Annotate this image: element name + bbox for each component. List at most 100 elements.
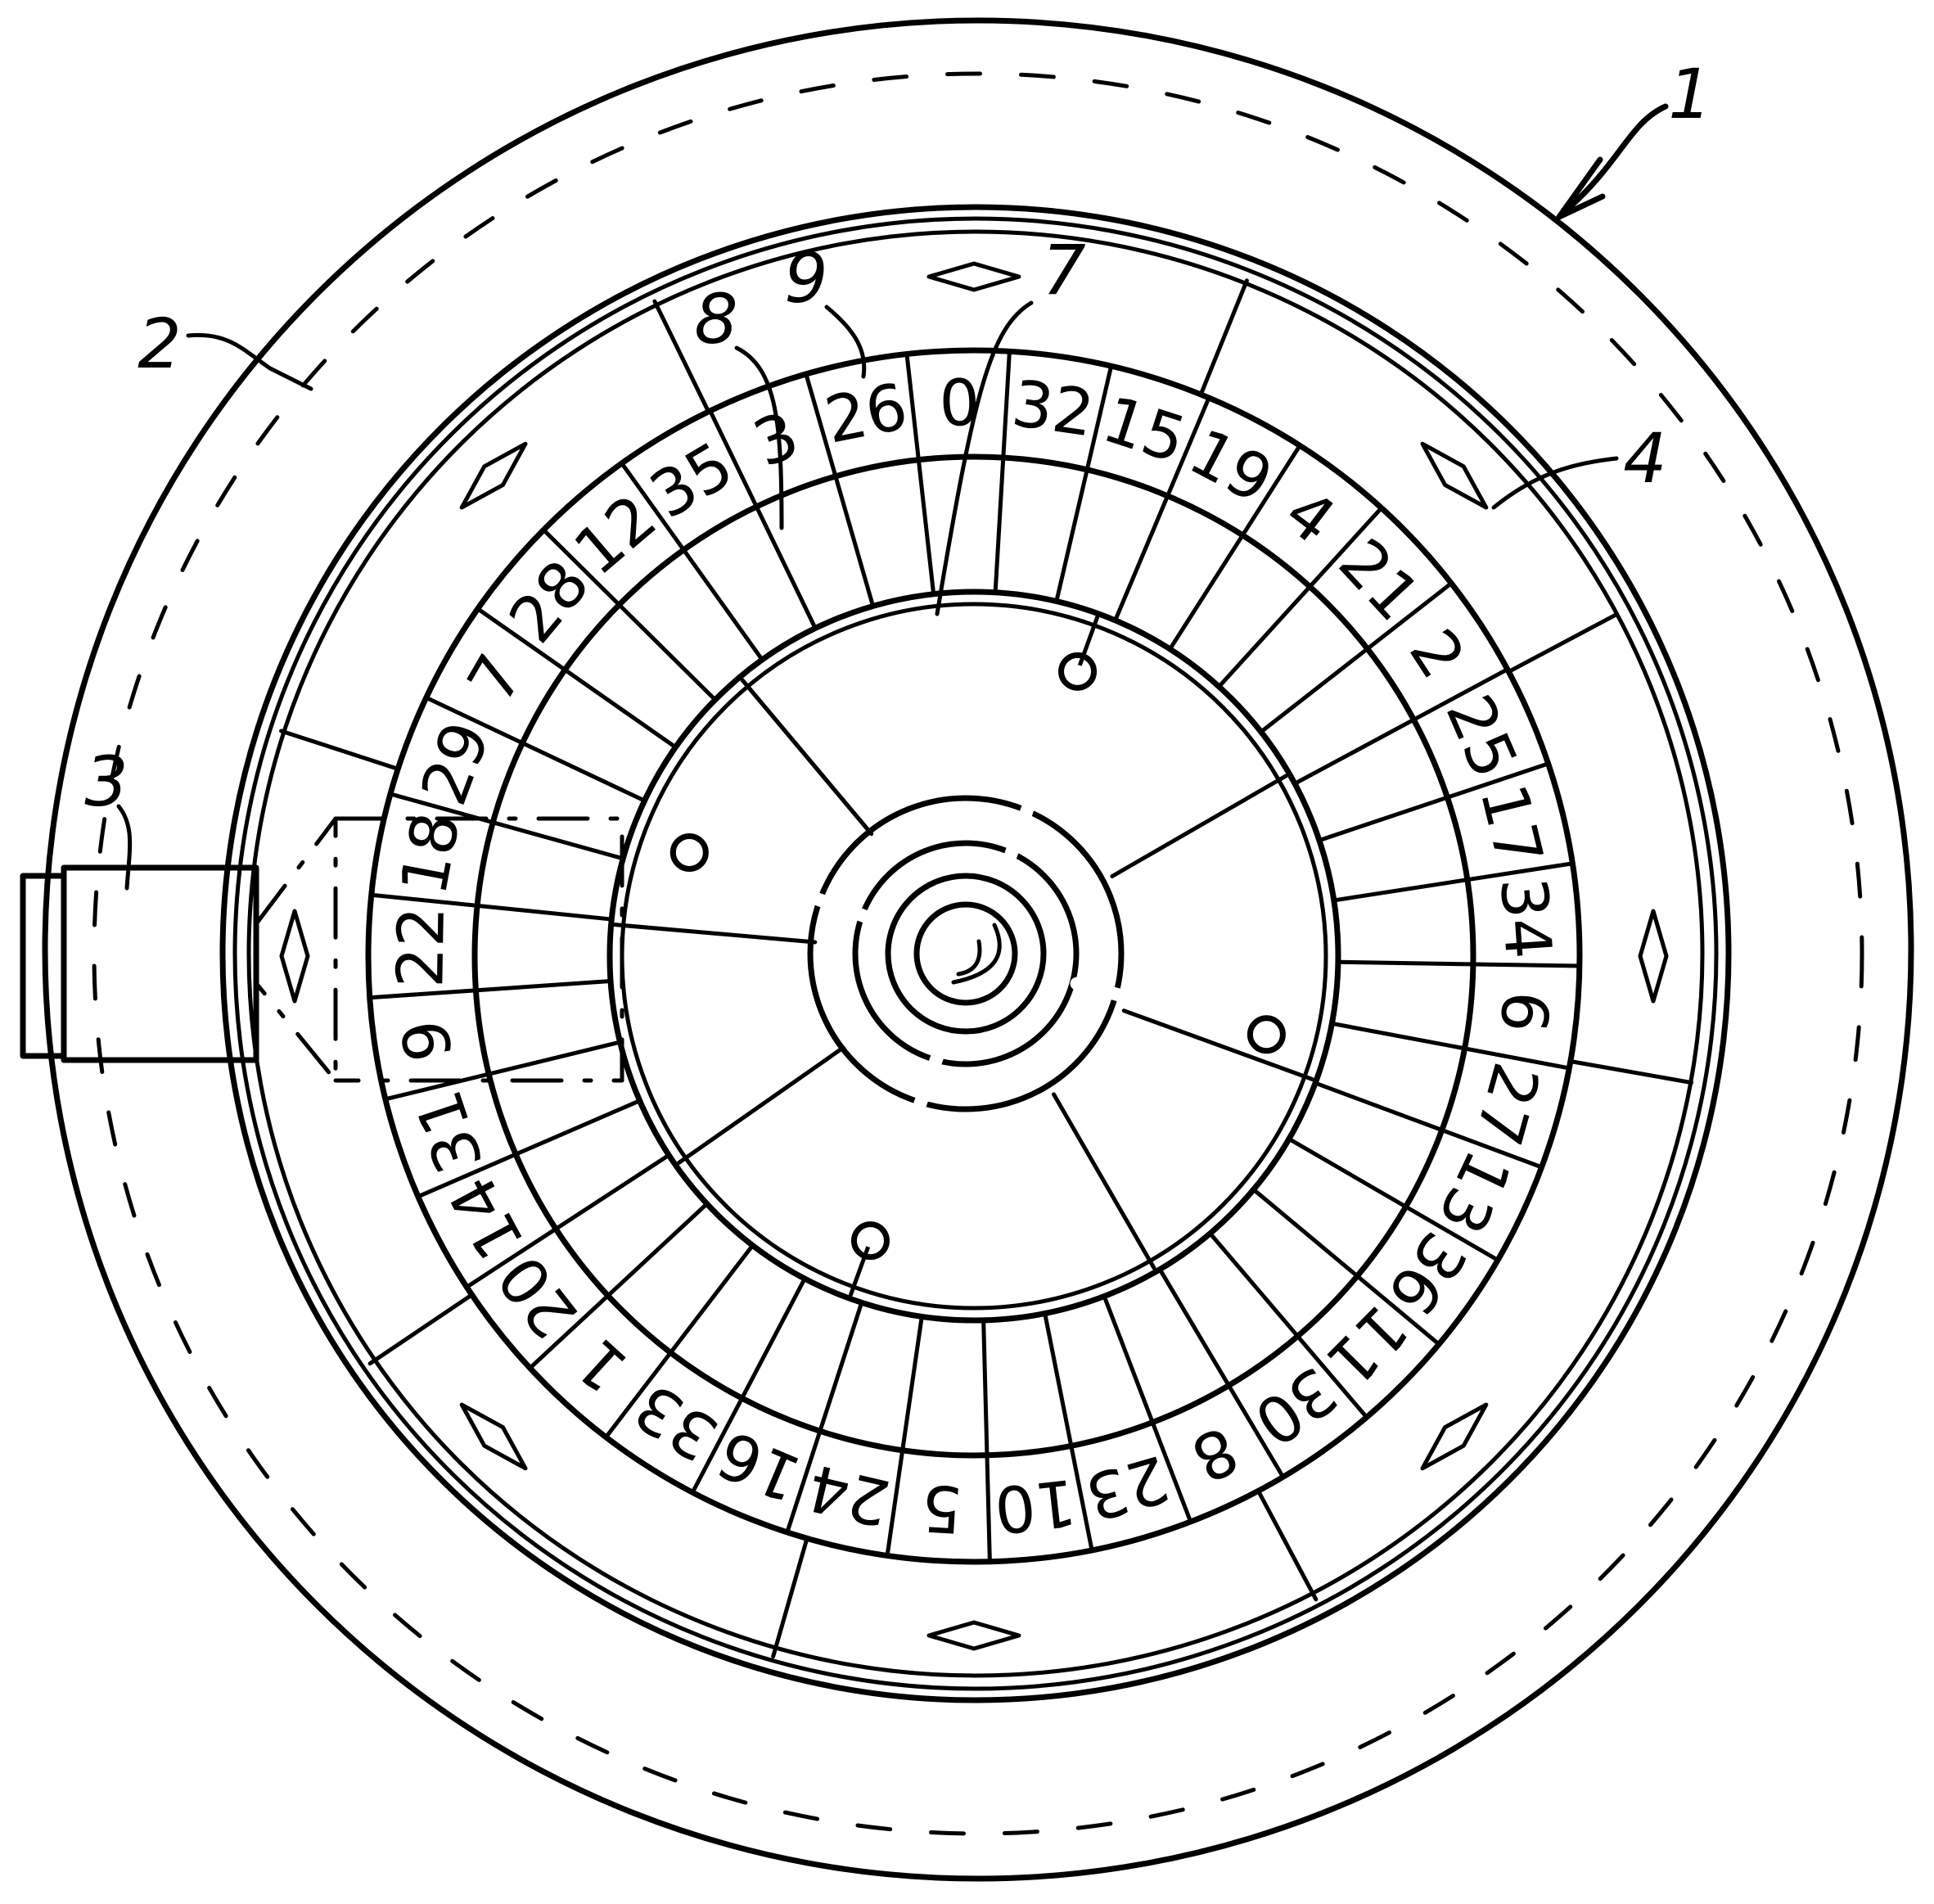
- bowl-divider: [279, 729, 400, 771]
- rotor-line: [677, 1045, 845, 1165]
- pocket-divider: [981, 1318, 992, 1564]
- pocket-number: 4: [1271, 476, 1348, 559]
- pocket-divider: [416, 1099, 642, 1199]
- pocket-divider: [603, 1243, 755, 1440]
- bowl-track-rings: [92, 71, 1864, 1836]
- ref-label-7: 7: [1042, 230, 1085, 310]
- pocket-divider: [464, 1153, 671, 1289]
- diamond-deflectors: [279, 261, 1669, 1651]
- pocket-dividers: [367, 349, 1582, 1564]
- pocket-number: 17: [1465, 778, 1556, 874]
- pocket-divider: [1208, 1231, 1369, 1419]
- pocket-number: 1: [562, 1324, 642, 1405]
- rotor-line: [613, 923, 818, 945]
- spoke-knob-icon: [669, 832, 709, 872]
- pocket-divider: [1167, 443, 1302, 652]
- pocket-divider: [1317, 761, 1551, 843]
- bowl-divider: [652, 299, 711, 414]
- pocket-divider: [367, 979, 613, 1000]
- diamond-icon: [926, 1620, 1021, 1651]
- camera-body: [61, 864, 259, 1063]
- pocket-number: 7: [454, 643, 539, 715]
- rotor-line: [1110, 774, 1288, 878]
- pocket-divider: [1336, 959, 1582, 968]
- rotor-cone-lines: [613, 616, 1314, 1297]
- pocket-ring: [606, 589, 1341, 1324]
- label-4-leader: [1491, 456, 1619, 510]
- pocket-divider: [1251, 1187, 1441, 1347]
- pocket-number: 18: [387, 807, 475, 900]
- pocket-number: 0: [938, 367, 981, 441]
- pocket-divider: [1292, 667, 1510, 786]
- diamond-icon: [926, 261, 1021, 292]
- pocket-divider: [1216, 506, 1384, 689]
- ref-label-8: 8: [694, 279, 737, 359]
- pocket-divider: [885, 1314, 924, 1558]
- turret-spokes: [669, 652, 1286, 1261]
- label-3-leader: [116, 804, 133, 891]
- spoke-fill: [1003, 665, 1084, 863]
- pocket-number: 5: [919, 1469, 964, 1545]
- rotor-line: [1052, 1092, 1156, 1270]
- label-8-leader: [734, 345, 784, 530]
- pocket-number: 23: [1078, 1441, 1176, 1534]
- camera-field-of-view: [253, 816, 338, 1083]
- number-ring: [365, 347, 1583, 1565]
- bowl-divider: [771, 1536, 809, 1659]
- pocket-divider: [993, 349, 1012, 595]
- diamond-icon: [459, 1402, 528, 1471]
- pocket-divider: [690, 1276, 807, 1495]
- pocket-divider: [388, 792, 625, 861]
- pocket-number: 26: [819, 370, 913, 458]
- spoke-knob-icon: [1058, 652, 1098, 691]
- spoke-fill: [683, 846, 881, 927]
- bowl-divider: [1506, 611, 1620, 675]
- rotor-line: [1121, 1008, 1314, 1081]
- pocket-number: 22: [384, 906, 459, 989]
- diamond-icon: [1638, 909, 1669, 1004]
- diamond-icon: [1420, 441, 1489, 510]
- bowl-divider: [1256, 1488, 1319, 1602]
- pocket-divider: [1054, 363, 1114, 604]
- pocket-number: 32: [1008, 367, 1098, 451]
- diamond-icon: [279, 909, 310, 1004]
- bowl-divider: [1198, 278, 1249, 397]
- pocket-number: 34: [1485, 875, 1565, 961]
- pocket-divider: [708, 408, 818, 630]
- pocket-divider: [1043, 1311, 1094, 1553]
- pocket-divider: [1332, 861, 1575, 903]
- ref-label-3: 3: [84, 742, 128, 822]
- outer-rim: [42, 17, 1914, 1882]
- pocket-divider: [541, 527, 718, 702]
- pocket-divider: [1259, 581, 1454, 734]
- label-7-leader: [935, 300, 1034, 616]
- label-2-leader: [186, 332, 313, 391]
- pocket-divider: [804, 372, 876, 608]
- bowl-divider: [367, 1293, 475, 1366]
- pocket-divider: [1157, 1267, 1286, 1479]
- pocket-divider: [1102, 1294, 1193, 1524]
- pocket-divider: [527, 1202, 710, 1370]
- pocket-divider: [785, 1300, 864, 1535]
- pocket-number: 24: [801, 1449, 897, 1539]
- pocket-divider: [369, 892, 614, 922]
- ref-label-9: 9: [784, 238, 827, 318]
- bowl-sector-dividers: [279, 278, 1693, 1659]
- rotor-line: [740, 678, 874, 837]
- hub-spiral-outer: [951, 923, 1002, 985]
- pocket-number: 8: [1180, 1411, 1249, 1496]
- pocket-divider: [904, 352, 936, 597]
- label-9-leader: [824, 305, 867, 379]
- camera-capture-region: [333, 816, 624, 1083]
- pocket-divider: [1287, 1136, 1500, 1262]
- ref-label-4: 4: [1623, 418, 1666, 499]
- pocket-number: 2: [1395, 617, 1479, 692]
- ref-label-1: 1: [1668, 54, 1711, 134]
- ref-label-2: 2: [137, 304, 181, 384]
- pocket-divider: [476, 607, 678, 750]
- pocket-divider: [1313, 1081, 1544, 1170]
- hub-spiral-icon: [956, 939, 982, 977]
- camera-unit: [20, 816, 624, 1083]
- pocket-number: 27: [1460, 1055, 1553, 1153]
